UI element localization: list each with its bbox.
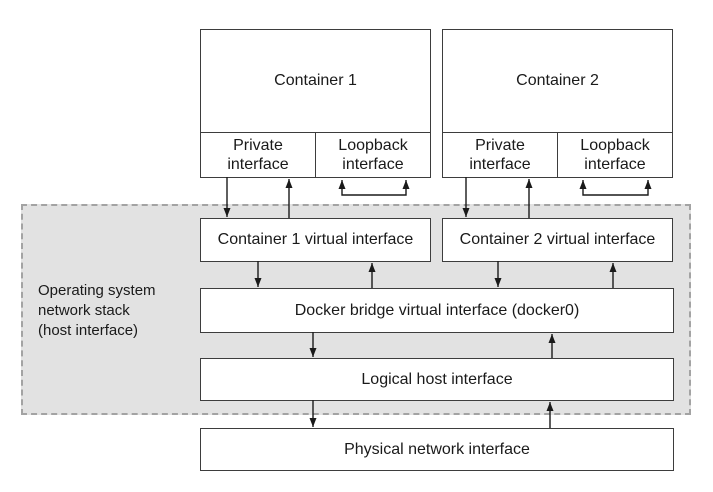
container-2-box: Container 2 Private interface Loopback i… (442, 29, 673, 178)
container-2-private-interface-box: Private interface (469, 137, 531, 173)
arrow-c2-loopback-loop (579, 180, 652, 196)
container-2-interface-row: Private interface Loopback interface (443, 132, 672, 177)
container-1-private-interface-box: Private interface (227, 137, 289, 173)
container-1-loopback-interface-box: Loopback interface (315, 133, 430, 177)
container-1-title: Container 1 (274, 72, 357, 89)
physical-network-interface-box: Physical network interface (200, 428, 674, 471)
container-2-virtual-interface-box: Container 2 virtual interface (442, 218, 673, 262)
container-1-box: Container 1 Private interface Loopback i… (200, 29, 431, 178)
arrow-c1-loopback-loop (338, 180, 410, 196)
container-2-title: Container 2 (516, 72, 599, 89)
container-2-loopback-interface-box: Loopback interface (557, 133, 672, 177)
container-1-virtual-interface-box: Container 1 virtual interface (200, 218, 431, 262)
docker-bridge-virtual-interface-box: Docker bridge virtual interface (docker0… (200, 288, 674, 333)
os-region-label: Operating system network stack (host int… (38, 282, 156, 339)
logical-host-interface-box: Logical host interface (200, 358, 674, 401)
container-1-interface-row: Private interface Loopback interface (201, 132, 430, 177)
